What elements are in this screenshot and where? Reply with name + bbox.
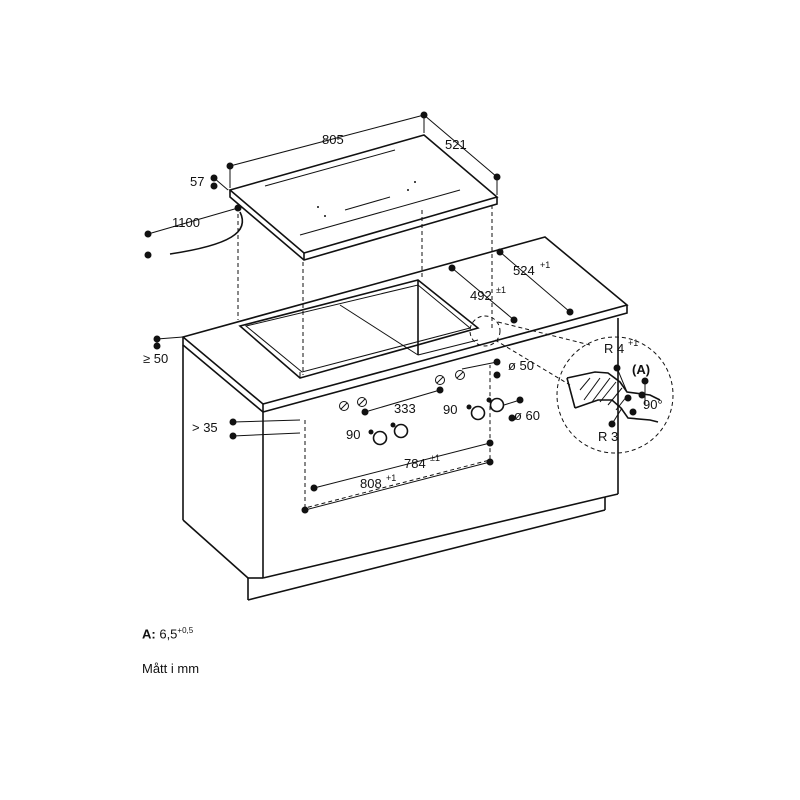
label-cutout-depth-tol: +1: [540, 260, 550, 270]
detail-radius-bottom: R 3: [598, 429, 618, 444]
label-front-clearance: ≥ 50: [143, 351, 168, 366]
label-inner-width: 784: [404, 456, 426, 471]
note-a-label: A:: [142, 626, 156, 642]
label-knob-height: > 35: [192, 420, 218, 435]
cooktop: [169, 134, 499, 261]
note-a-value: 6,5: [159, 626, 178, 642]
label-inner-depth-tol: ±1: [496, 285, 506, 295]
label-knob-diameter: ø 60: [514, 408, 540, 423]
label-inner-depth: 492: [470, 288, 492, 303]
section-hatch: [579, 377, 628, 411]
label-cutout-depth: 524: [513, 263, 535, 278]
detail-radius-top: R 4: [604, 341, 624, 356]
label-cutout-width: 808: [360, 476, 382, 491]
detail-radius-top-tol: +1: [628, 338, 638, 348]
detail-angle: 90°: [643, 397, 663, 412]
cabinet: [181, 236, 629, 601]
dimension-lines: [144, 111, 574, 514]
label-cutout-width-tol: +1: [386, 473, 396, 483]
detail-marker: (A): [632, 362, 650, 377]
label-knob-spacing: 333: [394, 401, 416, 416]
label-knob-offset-right: 90: [443, 402, 457, 417]
projection-lines: [237, 205, 493, 375]
label-height: 57: [190, 174, 204, 189]
label-knob-offset-left: 90: [346, 427, 360, 442]
note-a: A: 6,5+0,5: [142, 626, 193, 641]
label-inner-width-tol: ±1: [430, 453, 440, 463]
note-units: Mått i mm: [142, 661, 200, 676]
detail-callout: [469, 315, 674, 454]
label-cable: 1100: [172, 215, 200, 230]
label-depth: 521: [445, 137, 467, 152]
label-knob-hole-diameter: ø 50: [508, 358, 534, 373]
label-width: 805: [322, 132, 344, 147]
note-a-tolerance: +0,5: [177, 626, 194, 635]
